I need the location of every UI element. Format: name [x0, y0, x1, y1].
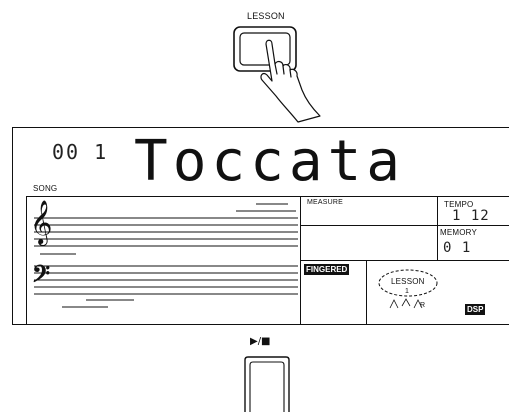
- lesson-badge: LESSON 1 R: [376, 266, 440, 314]
- song-number-display: 00 1: [52, 140, 108, 164]
- lcd-divider-tempo-left: [437, 196, 438, 260]
- song-name-display: Toccata: [134, 132, 405, 192]
- play-stop-label: ▶/■: [250, 336, 271, 347]
- fingered-indicator: FINGERED: [304, 264, 349, 275]
- lesson-badge-indicator-1: 1: [405, 288, 409, 295]
- hands-icon: [390, 299, 422, 308]
- lcd-divider-tempo-bottom: [437, 225, 509, 226]
- memory-display: 0 1: [443, 240, 471, 256]
- lcd-divider-fingered: [366, 260, 367, 325]
- song-label: SONG: [33, 184, 57, 193]
- lesson-button[interactable]: [232, 24, 362, 124]
- bass-clef-icon: 𝄢: [32, 262, 50, 292]
- music-staff: [26, 196, 300, 325]
- play-stop-button[interactable]: [244, 356, 290, 412]
- memory-label: MEMORY: [440, 228, 477, 237]
- measure-label: MEASURE: [307, 199, 343, 206]
- lesson-badge-label: LESSON: [391, 277, 425, 286]
- lcd-divider-mid: [300, 260, 509, 261]
- lesson-button-label: LESSON: [247, 11, 285, 21]
- tempo-display: 1 12: [452, 208, 490, 224]
- treble-clef-icon: 𝄞: [30, 202, 52, 242]
- dsp-indicator: DSP: [465, 304, 485, 315]
- lcd-divider-measure-bottom: [300, 225, 437, 226]
- lesson-badge-indicator-r: R: [420, 302, 425, 309]
